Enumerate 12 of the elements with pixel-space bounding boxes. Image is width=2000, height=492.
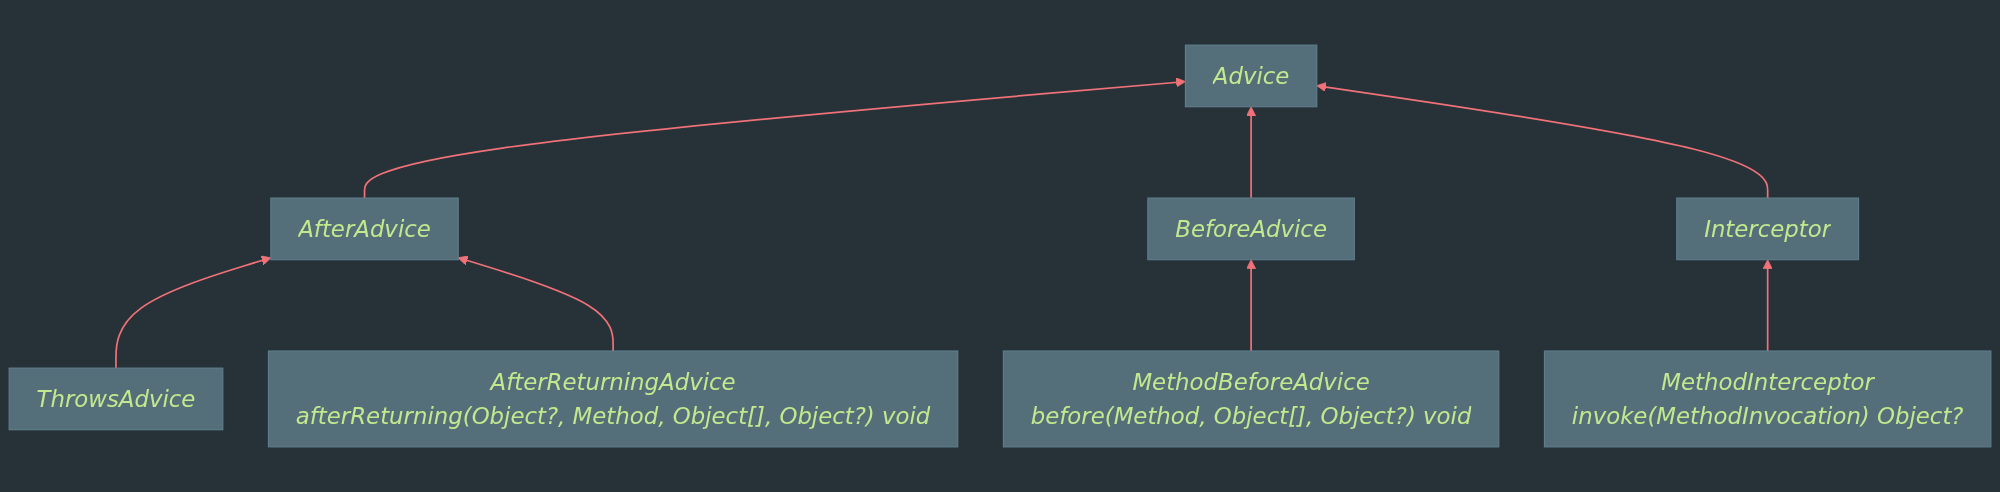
node-box: AfterReturningAdvice afterReturning(Object?, Method, Object[], Object?) void [267,350,959,448]
arrow [1762,259,1773,352]
node-box: MethodInterceptor invoke(MethodInvocation) Object? [1543,350,1992,448]
arrow [1316,82,1769,199]
node-box: MethodBeforeAdvice before(Method, Object[], Object?) void [1002,350,1500,448]
node-box: ThrowsAdvice [8,367,224,431]
arrow [457,255,614,352]
arrow [363,77,1186,199]
node-box: BeforeAdvice [1147,197,1355,261]
arrow [115,255,272,369]
arrow [1246,259,1257,352]
arrow [1246,106,1257,199]
